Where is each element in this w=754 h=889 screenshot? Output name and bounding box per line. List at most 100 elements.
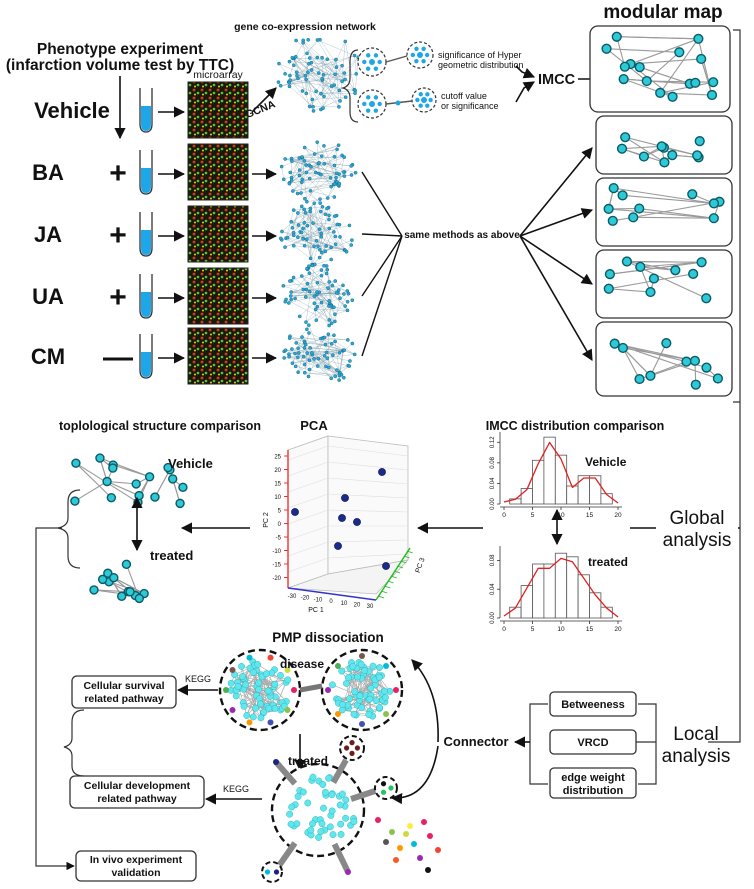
network-edge	[278, 63, 314, 112]
network-node	[290, 159, 294, 163]
network-node	[322, 94, 326, 99]
network-edge	[280, 79, 323, 86]
network-node	[321, 106, 325, 110]
hist-x-tick-label: 10	[557, 512, 565, 519]
network-node	[333, 234, 338, 239]
survival-pathway-box	[71, 675, 177, 709]
network-node	[288, 78, 293, 82]
treated-cluster-node	[325, 774, 332, 782]
pca-grid	[287, 525, 329, 541]
connector-to-node-arrow	[390, 745, 439, 805]
network-node	[317, 160, 321, 165]
dissociation-spoke	[350, 787, 379, 802]
topo-edge	[74, 481, 108, 502]
network-node	[293, 351, 297, 356]
network-node	[304, 170, 309, 175]
network-edge	[305, 305, 331, 323]
network-node	[306, 374, 311, 379]
global-label-line1: Global	[670, 508, 725, 529]
tube-liquid	[141, 230, 151, 255]
network-edge	[320, 57, 359, 110]
map-edge	[633, 216, 714, 219]
network-node	[307, 176, 312, 181]
network-node	[281, 177, 286, 182]
pca-grid	[327, 477, 409, 485]
network-node	[313, 307, 318, 312]
map-node	[620, 132, 631, 143]
pca-y-tick-label: 20	[274, 468, 281, 474]
map-node	[616, 143, 628, 154]
topo-node	[134, 593, 144, 604]
pca-y-tick-label: 5	[278, 509, 282, 515]
development-line2: related pathway	[97, 793, 177, 805]
module-dot	[366, 95, 371, 100]
map-edge	[613, 187, 715, 204]
treated-cluster-node	[342, 796, 350, 804]
converge-line	[361, 233, 403, 237]
network-node	[316, 356, 321, 361]
map-node	[648, 273, 660, 284]
hist-x-tick-label: 5	[531, 512, 535, 519]
network-edge	[289, 356, 342, 375]
map-node	[687, 189, 698, 200]
map-node	[708, 77, 719, 88]
satellite-circle	[339, 735, 365, 761]
same-methods-label: same methods as above	[404, 230, 520, 241]
network-node	[335, 147, 339, 152]
cluster-node	[257, 714, 265, 722]
module-dot	[377, 59, 382, 65]
network-node	[306, 323, 311, 327]
network-node	[354, 72, 359, 76]
network-node	[317, 255, 322, 260]
map-edge	[624, 136, 665, 163]
map-node	[708, 213, 719, 224]
network-edge	[289, 86, 314, 107]
network-edge	[289, 337, 348, 341]
development-line1: Cellular development	[84, 780, 191, 792]
map-node	[681, 356, 692, 367]
satellite-node	[264, 869, 271, 875]
pca-grid	[287, 541, 329, 557]
network-node	[296, 351, 301, 355]
network-node	[294, 38, 298, 43]
network-node	[326, 365, 331, 370]
pca-point	[382, 562, 390, 570]
network-node	[310, 351, 314, 355]
survival-line1: Cellular survival	[83, 680, 164, 692]
treated-cluster-node	[287, 820, 295, 828]
network-edge	[304, 177, 331, 199]
colored-node	[267, 719, 274, 726]
pca-point	[341, 494, 349, 502]
treated-cluster-node	[336, 801, 344, 809]
network-edge	[323, 337, 348, 341]
pca-grid	[287, 493, 329, 509]
network-edge	[335, 341, 355, 355]
network-edge	[289, 163, 319, 183]
pca-floor	[287, 559, 410, 595]
network-node	[303, 295, 308, 299]
module-dot	[373, 95, 379, 100]
network-edge	[291, 285, 344, 293]
pmp-dissociation-graph	[218, 648, 441, 883]
cluster-node	[381, 687, 388, 695]
network-edge	[291, 158, 307, 173]
network-node	[304, 91, 309, 96]
network-node	[283, 157, 287, 161]
map-node	[701, 362, 712, 373]
pca-z-tick	[406, 550, 413, 554]
topo-node	[70, 496, 80, 506]
network-node	[334, 291, 339, 295]
network-node	[337, 181, 342, 186]
scattered-node	[417, 855, 423, 861]
satellite-node	[273, 869, 280, 875]
network-node	[287, 354, 291, 359]
network-node	[300, 335, 304, 339]
pca-grid	[287, 445, 329, 461]
cluster-node	[264, 687, 272, 695]
colored-node	[267, 654, 274, 661]
module-dot	[365, 108, 371, 113]
cluster-node	[242, 681, 250, 689]
network-edge	[320, 174, 336, 182]
